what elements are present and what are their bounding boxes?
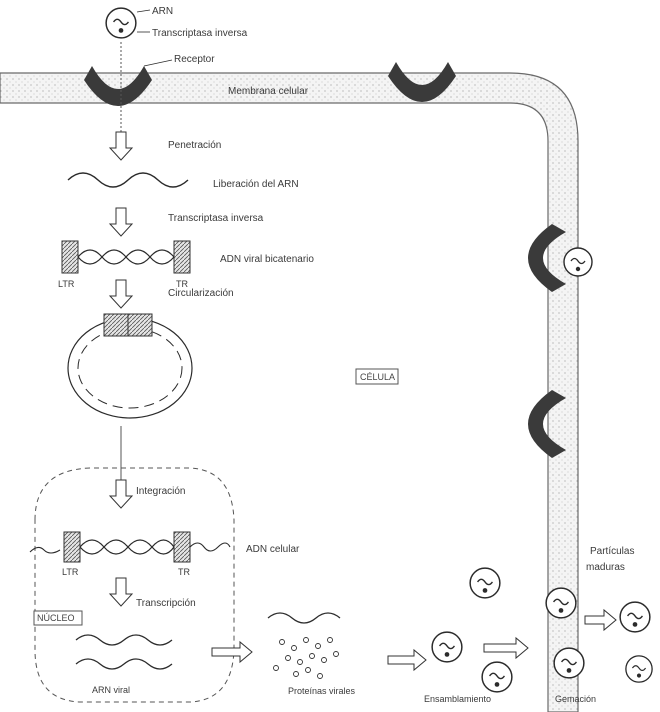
integrated-dna (30, 532, 230, 562)
receptor-label: Receptor (174, 54, 215, 65)
nucleus-boundary (35, 468, 234, 702)
nucleus-label-box: NÚCLEO (34, 611, 82, 625)
ltr-left-label: LTR (58, 279, 75, 289)
virus-particle-icon (482, 662, 512, 692)
budding-label: Gemación (555, 694, 596, 704)
down-arrow-icon (110, 132, 132, 160)
virus-particle-icon (554, 648, 584, 678)
assembly-label: Ensamblamiento (424, 694, 491, 704)
viral-rna-strand (76, 635, 172, 645)
right-arrow-icon (212, 642, 252, 662)
viral-rna-strand (68, 173, 188, 187)
rna-label: ARN (152, 6, 173, 17)
virus-particle-icon (432, 632, 462, 662)
reverse-transcriptase-step-label: Transcriptasa inversa (168, 213, 264, 224)
virus-particle-icon (470, 568, 500, 598)
down-arrow-icon (110, 208, 132, 236)
viral-proteins (274, 638, 339, 679)
membrane-label: Membrana celular (228, 86, 309, 97)
penetration-label: Penetración (168, 140, 221, 151)
double-strand-dna (62, 241, 190, 273)
nucleus-label: NÚCLEO (37, 613, 75, 623)
right-arrow-icon (388, 650, 426, 670)
down-arrow-icon (110, 578, 132, 606)
viral-rna-label: ARN viral (92, 685, 130, 695)
mature-particles-label-1: Partículas (590, 546, 634, 557)
circular-dna (68, 314, 192, 418)
circularization-label: Circularización (168, 288, 234, 299)
rna-release-label: Liberación del ARN (213, 179, 299, 190)
integration-label: Integración (136, 486, 185, 497)
viral-rna-strand (76, 659, 172, 669)
double-strand-dna-label: ADN viral bicatenario (220, 254, 314, 265)
virus-particle-icon (546, 588, 576, 618)
virus-particle-icon (106, 8, 136, 38)
ltr-left-2-label: LTR (62, 567, 79, 577)
cell-label: CÉLULA (360, 372, 395, 382)
cellular-dna-label: ADN celular (246, 544, 300, 555)
reverse-transcriptase-label: Transcriptasa inversa (152, 28, 248, 39)
right-arrow-icon (484, 638, 528, 658)
virus-particle-icon (626, 656, 652, 682)
mature-particles-label-2: maduras (586, 562, 625, 573)
viral-rna-strand (268, 613, 340, 623)
down-arrow-icon (110, 280, 132, 308)
cell-label-box: CÉLULA (356, 369, 398, 384)
virus-particle-icon (620, 602, 650, 632)
transcription-label: Transcripción (136, 598, 196, 609)
virus-particle-icon (564, 248, 592, 276)
ltr-right-2-label: TR (178, 567, 190, 577)
viral-proteins-label: Proteínas virales (288, 686, 356, 696)
right-arrow-icon (585, 610, 616, 630)
down-arrow-icon (110, 480, 132, 508)
